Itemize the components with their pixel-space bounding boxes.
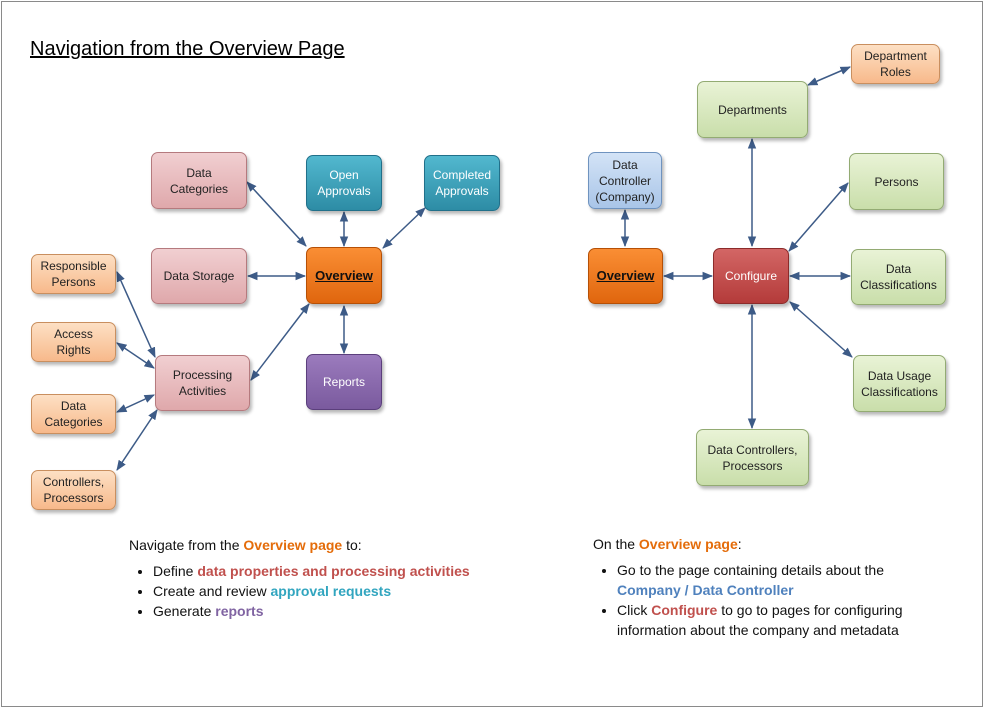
node-data-storage[interactable]: Data Storage: [151, 248, 247, 304]
overview-page-link-text: Overview page: [243, 537, 343, 553]
link-processing-controllers: [116, 409, 158, 471]
node-open-approvals[interactable]: Open Approvals: [306, 155, 382, 211]
link-overview-processing: [250, 303, 310, 381]
node-data-categories-2[interactable]: Data Categories: [31, 394, 116, 434]
list-item: Go to the page containing details about …: [617, 560, 943, 600]
link-processing-categories: [116, 394, 155, 413]
node-configure[interactable]: Configure: [713, 248, 789, 304]
node-data-classifications[interactable]: Data Classifications: [851, 249, 946, 305]
list-item: Create and review approval requests: [153, 581, 549, 601]
node-data-categories[interactable]: Data Categories: [151, 152, 247, 209]
node-processing-activities[interactable]: Processing Activities: [155, 355, 250, 411]
node-department-roles[interactable]: Department Roles: [851, 44, 940, 84]
node-data-controllers-processors[interactable]: Data Controllers, Processors: [696, 429, 809, 486]
link-processing-access: [116, 342, 155, 369]
link-departments-roles: [807, 66, 851, 86]
node-persons[interactable]: Persons: [849, 153, 944, 210]
link-overview-completed-approvals: [382, 207, 426, 249]
left-description: Navigate from the Overview page to: Defi…: [129, 535, 549, 621]
node-completed-approvals[interactable]: Completed Approvals: [424, 155, 500, 211]
node-data-controller-company[interactable]: Data Controller (Company): [588, 152, 662, 209]
node-overview-left[interactable]: Overview: [306, 247, 382, 304]
list-item: Click Configure to go to pages for confi…: [617, 600, 943, 640]
page-title: Navigation from the Overview Page: [30, 38, 345, 60]
node-data-usage-classifications[interactable]: Data Usage Classifications: [853, 355, 946, 412]
link-configure-usage: [789, 301, 853, 358]
left-intro: Navigate from the Overview page to:: [129, 537, 362, 553]
link-processing-responsible: [116, 271, 156, 358]
node-reports[interactable]: Reports: [306, 354, 382, 410]
link-configure-persons: [788, 182, 849, 252]
right-bullet-list: Go to the page containing details about …: [593, 560, 943, 640]
right-intro: On the Overview page:: [593, 536, 742, 552]
node-departments[interactable]: Departments: [697, 81, 808, 138]
left-bullet-list: Define data properties and processing ac…: [129, 561, 549, 621]
list-item: Generate reports: [153, 601, 549, 621]
node-responsible-persons[interactable]: Responsible Persons: [31, 254, 116, 294]
right-description: On the Overview page: Go to the page con…: [593, 534, 943, 640]
node-controllers-processors[interactable]: Controllers, Processors: [31, 470, 116, 510]
list-item: Define data properties and processing ac…: [153, 561, 549, 581]
link-overview-data-categories: [246, 181, 307, 247]
node-overview-right[interactable]: Overview: [588, 248, 663, 304]
node-access-rights[interactable]: Access Rights: [31, 322, 116, 362]
